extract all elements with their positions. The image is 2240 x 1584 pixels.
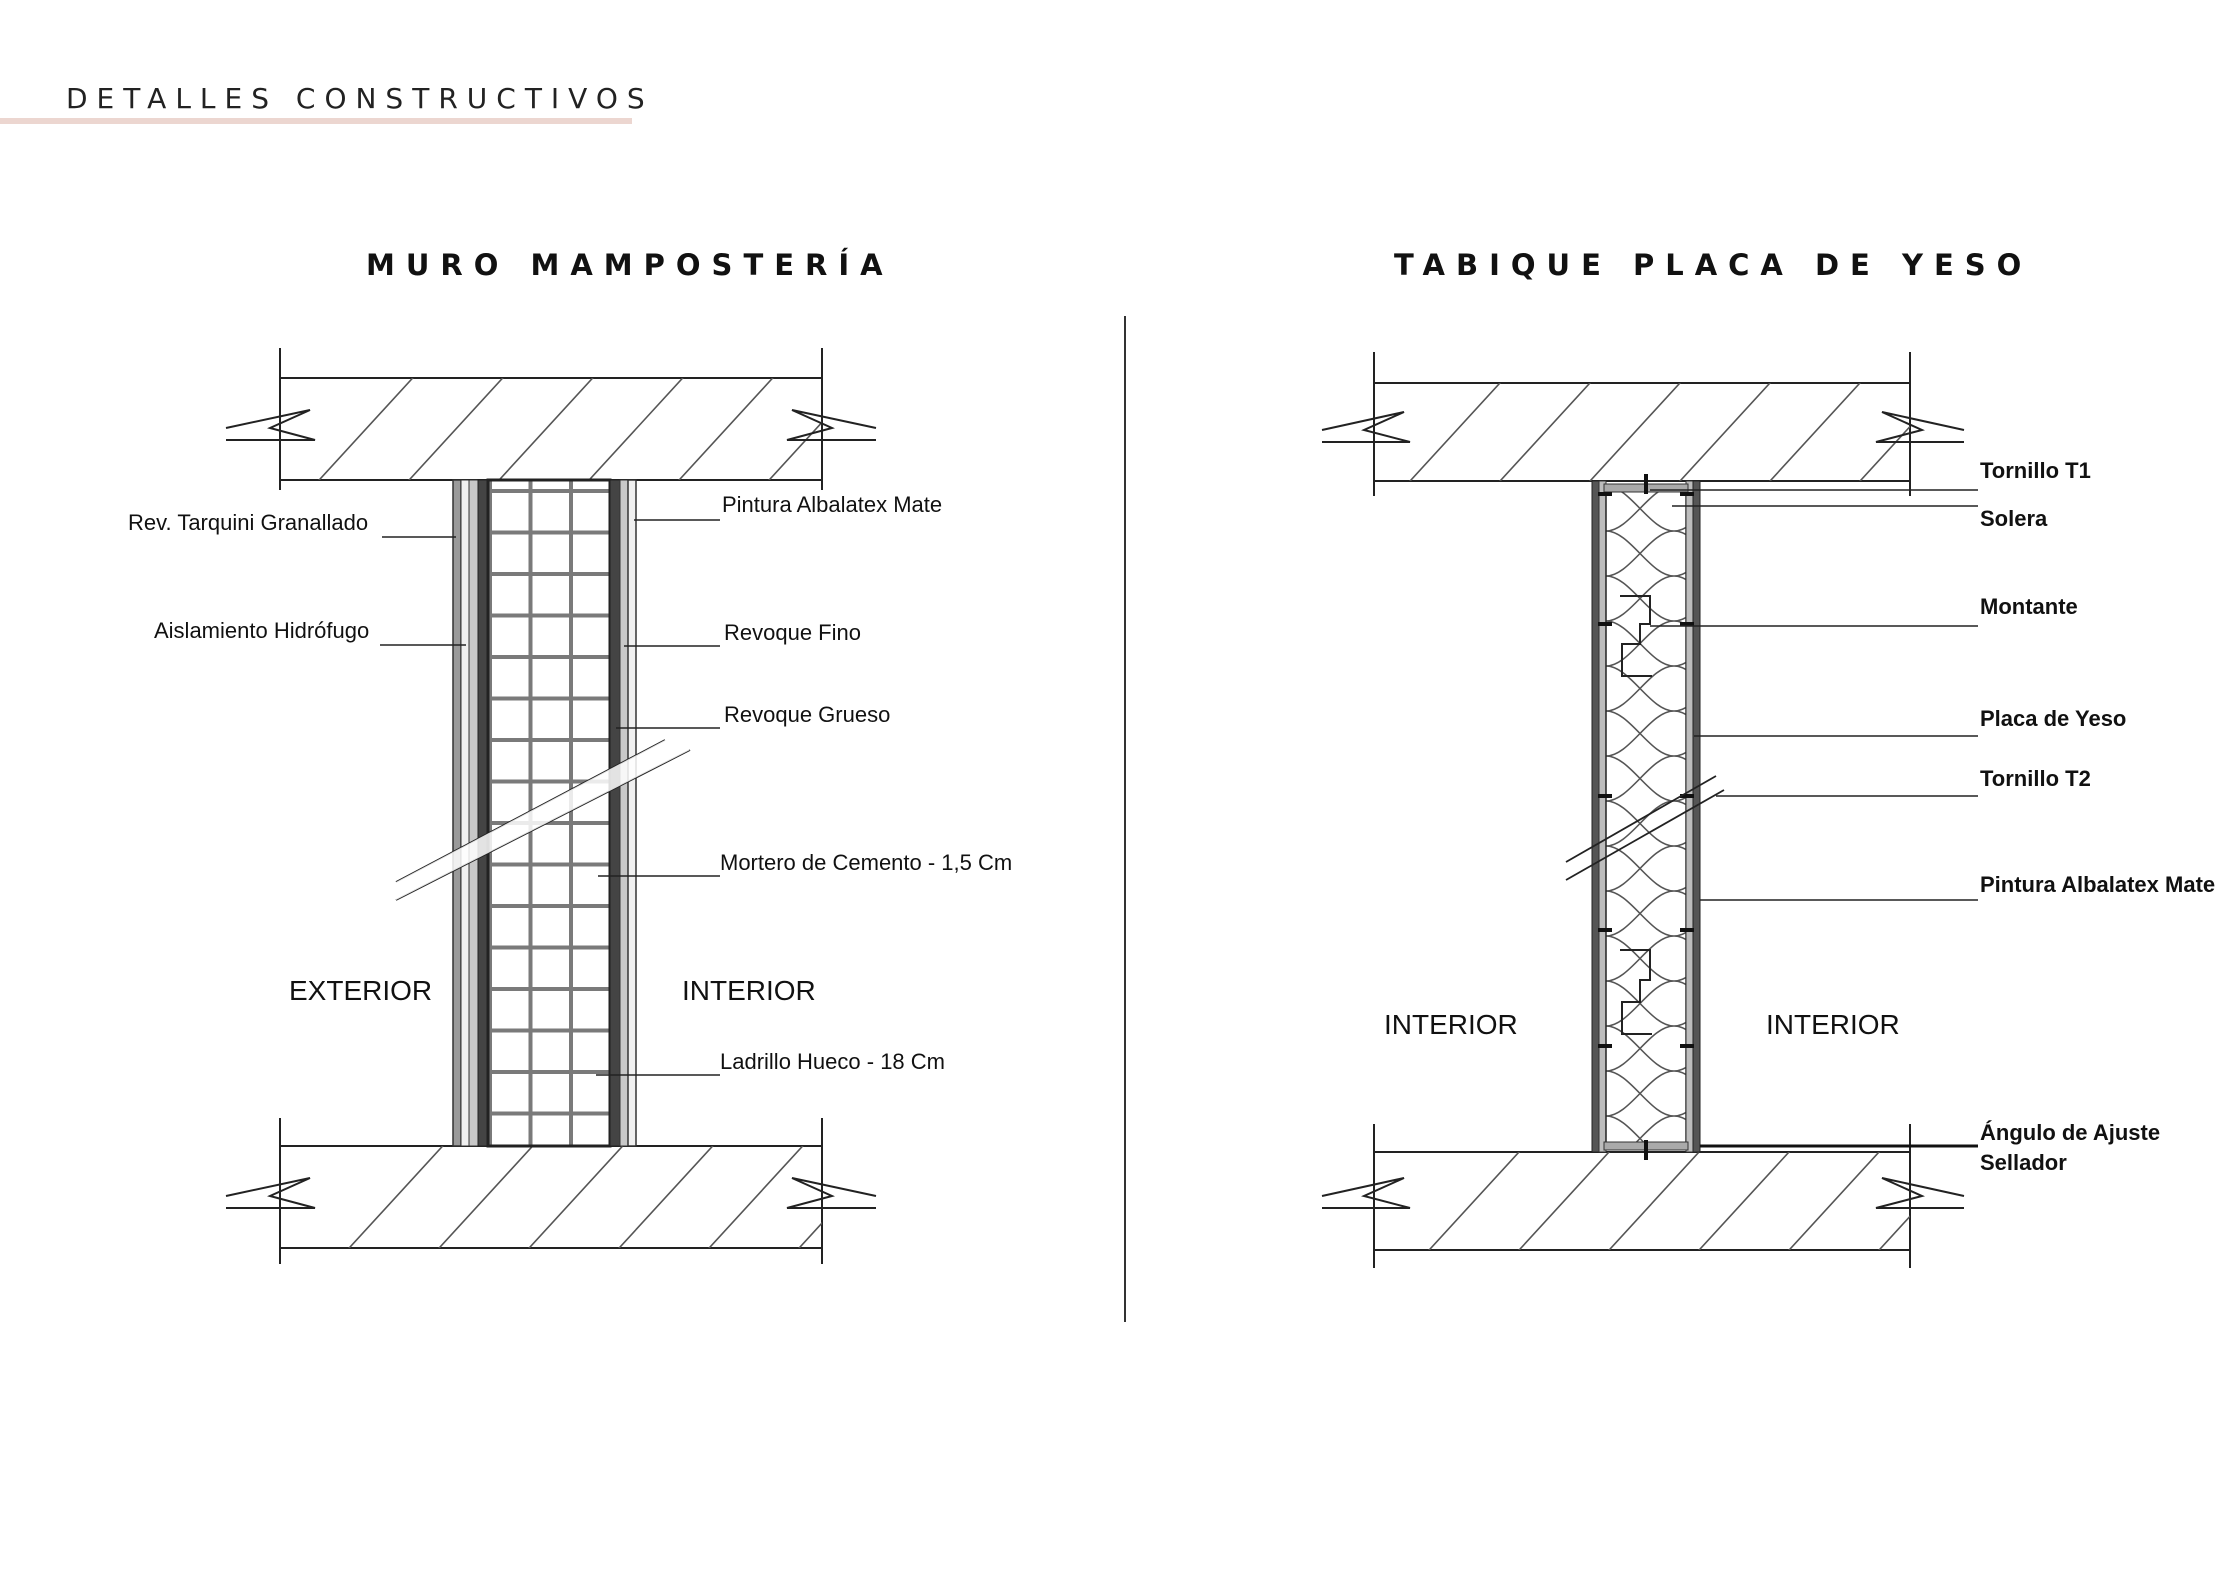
bottom-slab-drywall: [1321, 1124, 1965, 1268]
label-tornillo-t1: Tornillo T1: [1980, 458, 2091, 483]
drywall-partition-section: [1565, 474, 1725, 1160]
header-underline: [0, 118, 632, 124]
masonry-wall-section: [395, 478, 691, 1148]
label-solera: Solera: [1980, 506, 2048, 531]
page-title: DETALLES CONSTRUCTIVOS: [66, 82, 654, 115]
label-aislamiento-hidrofugo: Aislamiento Hidrófugo: [154, 618, 369, 643]
drywall-section-title: TABIQUE PLACA DE YESO: [1394, 248, 2033, 282]
label-placa-de-yeso: Placa de Yeso: [1980, 706, 2126, 731]
drywall-detail: Tornillo T1 Solera Montante Placa de Yes…: [1321, 352, 2215, 1268]
label-interior-drywall-right: INTERIOR: [1766, 1009, 1900, 1040]
label-sellador: Sellador: [1980, 1150, 2067, 1175]
label-revoque-grueso: Revoque Grueso: [724, 702, 890, 727]
label-exterior: EXTERIOR: [289, 975, 432, 1006]
top-slab: [225, 348, 877, 490]
label-rev-tarquini: Rev. Tarquini Granallado: [128, 510, 368, 535]
label-pintura-albalatex-left: Pintura Albalatex Mate: [722, 492, 942, 517]
center-divider: [1124, 316, 1126, 1322]
label-revoque-fino: Revoque Fino: [724, 620, 861, 645]
label-interior-left: INTERIOR: [682, 975, 816, 1006]
drywall-leaders: [1650, 489, 1978, 901]
label-ladrillo-hueco: Ladrillo Hueco - 18 Cm: [720, 1049, 945, 1074]
masonry-leaders: [380, 519, 720, 1076]
label-mortero-cemento: Mortero de Cemento - 1,5 Cm: [720, 850, 1012, 875]
masonry-section-title: MURO MAMPOSTERÍA: [366, 248, 894, 282]
label-montante: Montante: [1980, 594, 2078, 619]
label-tornillo-t2: Tornillo T2: [1980, 766, 2091, 791]
top-slab-drywall: [1321, 352, 1965, 496]
label-angulo-de-ajuste: Ángulo de Ajuste: [1980, 1120, 2160, 1145]
label-interior-drywall-left: INTERIOR: [1384, 1009, 1518, 1040]
label-pintura-albalatex-right: Pintura Albalatex Mate: [1980, 872, 2215, 897]
masonry-detail: Rev. Tarquini Granallado Aislamiento Hid…: [128, 348, 1012, 1264]
